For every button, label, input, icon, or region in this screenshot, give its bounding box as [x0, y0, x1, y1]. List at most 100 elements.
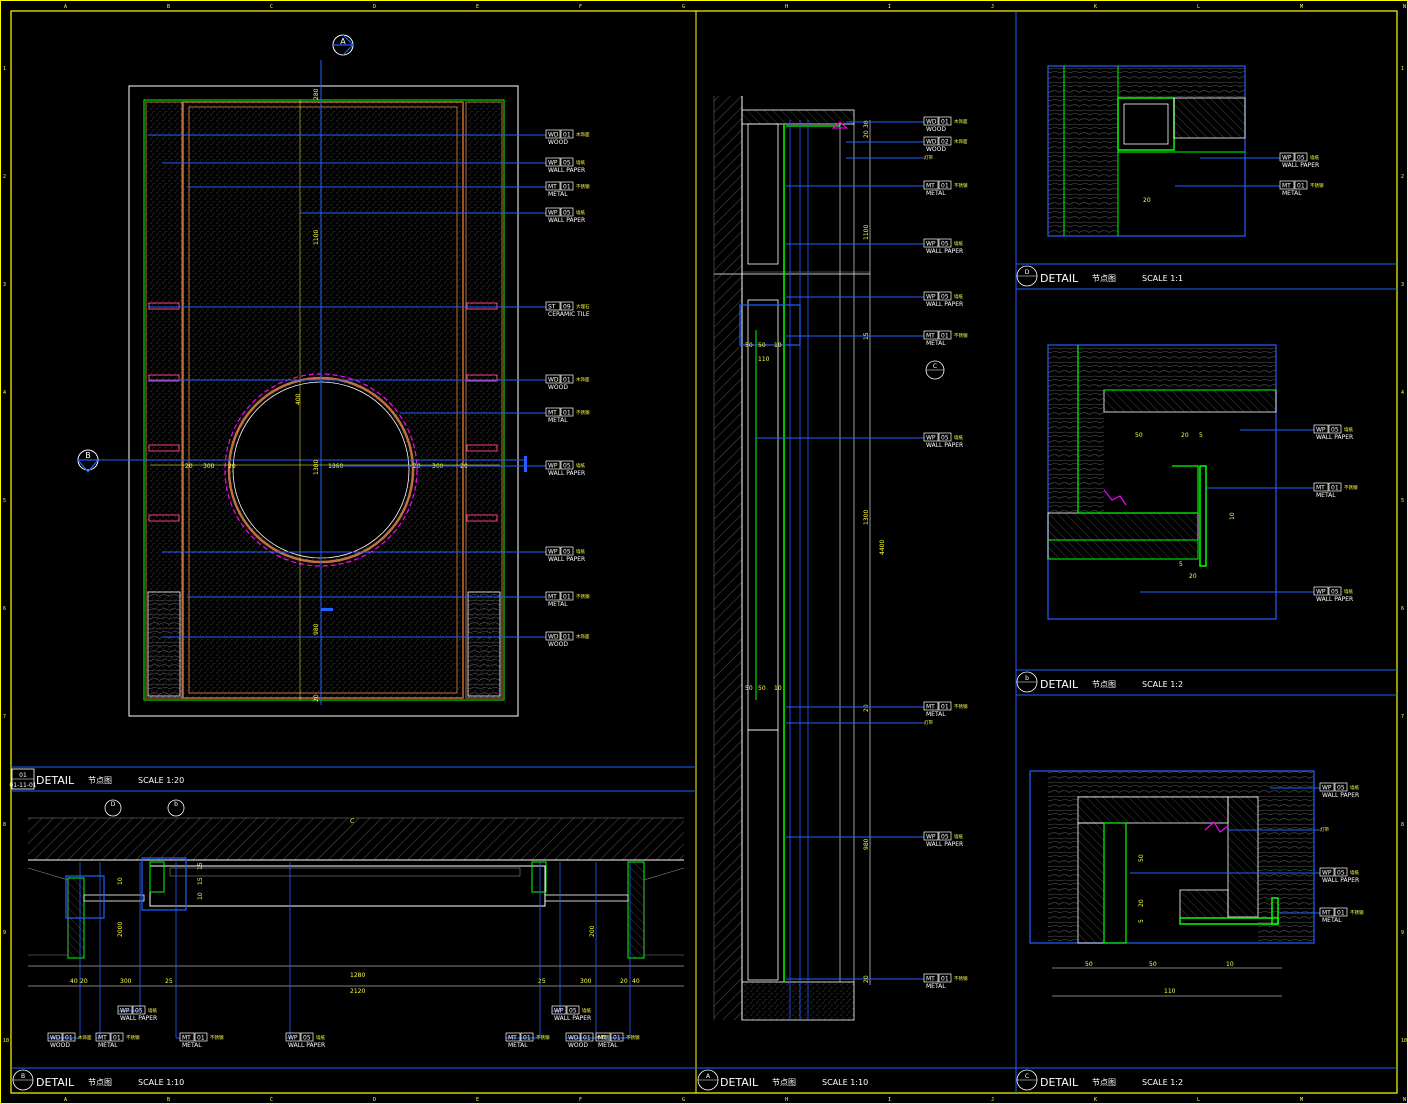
- title-detail-b-label: DETAIL: [1040, 678, 1079, 691]
- detc-num-0: 05: [1337, 785, 1345, 792]
- sec-cn-2: 灯带: [924, 154, 933, 161]
- sec-dim-base: 980: [863, 838, 870, 850]
- detail-c-dim-c: 10: [1226, 961, 1234, 968]
- detail-b-dim-e: 20: [1189, 573, 1197, 580]
- plan-markers: D b: [104, 799, 185, 817]
- detail-c-dim-h1: 50: [1138, 854, 1145, 862]
- detc-en-2: WALL PAPER: [1322, 877, 1359, 884]
- grid-row-left-7: 7: [3, 714, 6, 720]
- elevation-marker-top: A: [332, 34, 354, 56]
- section-marker: C: [925, 360, 945, 380]
- detail-b-dim-c: 5: [1199, 432, 1203, 439]
- sec-callout-2: 灯带: [846, 154, 933, 161]
- dim-h-5: 300: [432, 463, 444, 470]
- plan-code-8: MT: [598, 1035, 607, 1042]
- grid-col-bottom-C: C: [270, 1097, 273, 1103]
- dim-bottom: 20: [313, 694, 320, 702]
- title-section-label: DETAIL: [720, 1076, 759, 1089]
- grid-row-right-8: 8: [1401, 822, 1404, 828]
- sec-dim-lower-2: 10: [774, 685, 782, 692]
- grid-col-top-A: A: [64, 4, 67, 10]
- detb-code-2: WP: [1316, 589, 1326, 596]
- plan-code-1: MT: [98, 1035, 107, 1042]
- detail-c-dim-h3: 5: [1138, 919, 1145, 923]
- plan-code-5: MT: [508, 1035, 517, 1042]
- sec-dim-right-0: 20: [863, 704, 870, 712]
- section-view: [713, 96, 871, 1021]
- title-detail-c-scale: SCALE 1:2: [1142, 1078, 1183, 1087]
- sec-num-0: 01: [941, 119, 949, 126]
- elev-en-5: WOOD: [548, 384, 568, 391]
- detail-d-view: [1047, 65, 1246, 237]
- sec-en-6: METAL: [926, 340, 946, 347]
- sec-code-6: MT: [926, 333, 935, 340]
- title-detail-d: D DETAIL 节点图 SCALE 1:1: [1016, 265, 1183, 287]
- title-elevation-label: DETAIL: [36, 774, 75, 787]
- plan-dim-small-1: 20: [80, 978, 88, 985]
- elev-en-0: WOOD: [548, 139, 568, 146]
- detd-cn-0: 墙纸: [1310, 154, 1319, 161]
- plan-cn-0: 木饰面: [78, 1034, 92, 1041]
- sec-cn-11: 不锈钢: [954, 975, 968, 982]
- title-plan-scale: SCALE 1:10: [138, 1078, 184, 1087]
- sec-num-1: 02: [941, 139, 949, 146]
- detb-num-2: 05: [1331, 589, 1339, 596]
- grid-row-left-1: 1: [3, 66, 6, 72]
- plan-en-7: WOOD: [568, 1042, 588, 1049]
- grid-col-bottom-G: G: [682, 1097, 685, 1103]
- elev-code-5: WD: [548, 377, 559, 384]
- detd-en-0: WALL PAPER: [1282, 162, 1319, 169]
- title-detail-d-marker: D: [1025, 269, 1030, 276]
- elev-code-9: MT: [548, 594, 557, 601]
- detail-b-view: [1047, 344, 1277, 620]
- sec-en-4: WALL PAPER: [926, 248, 963, 255]
- grid-col-top-C: C: [270, 4, 273, 10]
- plan-num-6: 05: [569, 1008, 577, 1015]
- dim-h-2: 20: [228, 463, 236, 470]
- plan-num-8: 01: [613, 1035, 621, 1042]
- sec-num-11: 01: [941, 976, 949, 983]
- detd-en-1: METAL: [1282, 190, 1302, 197]
- elev-num-9: 01: [563, 594, 571, 601]
- plan-num-0: 01: [65, 1035, 73, 1042]
- plan-en-8: METAL: [598, 1042, 618, 1049]
- title-elevation-marker-sub: 01-11-01: [9, 782, 36, 789]
- title-plan-marker: B: [21, 1073, 25, 1080]
- grid-col-bottom-F: F: [579, 1097, 582, 1103]
- sec-code-3: MT: [926, 183, 935, 190]
- sec-en-7: WALL PAPER: [926, 442, 963, 449]
- plan-cn-4: 墙纸: [316, 1034, 325, 1041]
- detc-cn-2: 墙纸: [1350, 869, 1359, 876]
- detb-cn-1: 不锈钢: [1344, 484, 1358, 491]
- plan-en-0: WOOD: [50, 1042, 70, 1049]
- title-detail-d-scale: SCALE 1:1: [1142, 274, 1183, 283]
- title-elevation-marker: 01: [19, 772, 27, 779]
- sec-dim-mid-2: 10: [774, 342, 782, 349]
- grid-col-bottom-A: A: [64, 1097, 67, 1103]
- plan-dim-middle: 1280: [350, 972, 365, 979]
- sec-dim-mid-1: 50: [758, 342, 766, 349]
- sec-cn-6: 不锈钢: [954, 332, 968, 339]
- title-detail-c: C DETAIL 节点图 SCALE 1:2: [1016, 1069, 1183, 1091]
- sec-callout-9: 灯带: [786, 719, 933, 726]
- grid-col-bottom-K: K: [1094, 1097, 1097, 1103]
- elevation-shelves: [148, 302, 498, 522]
- sec-cn-10: 墙纸: [954, 833, 963, 840]
- grid-row-right-10: 10: [1401, 1038, 1407, 1044]
- sec-cn-0: 木饰面: [954, 118, 968, 125]
- elevation-view: [88, 60, 527, 717]
- elev-num-3: 05: [563, 210, 571, 217]
- sec-num-5: 05: [941, 294, 949, 301]
- detail-c-dim-a: 50: [1085, 961, 1093, 968]
- grid-row-right-1: 1: [1401, 66, 1404, 72]
